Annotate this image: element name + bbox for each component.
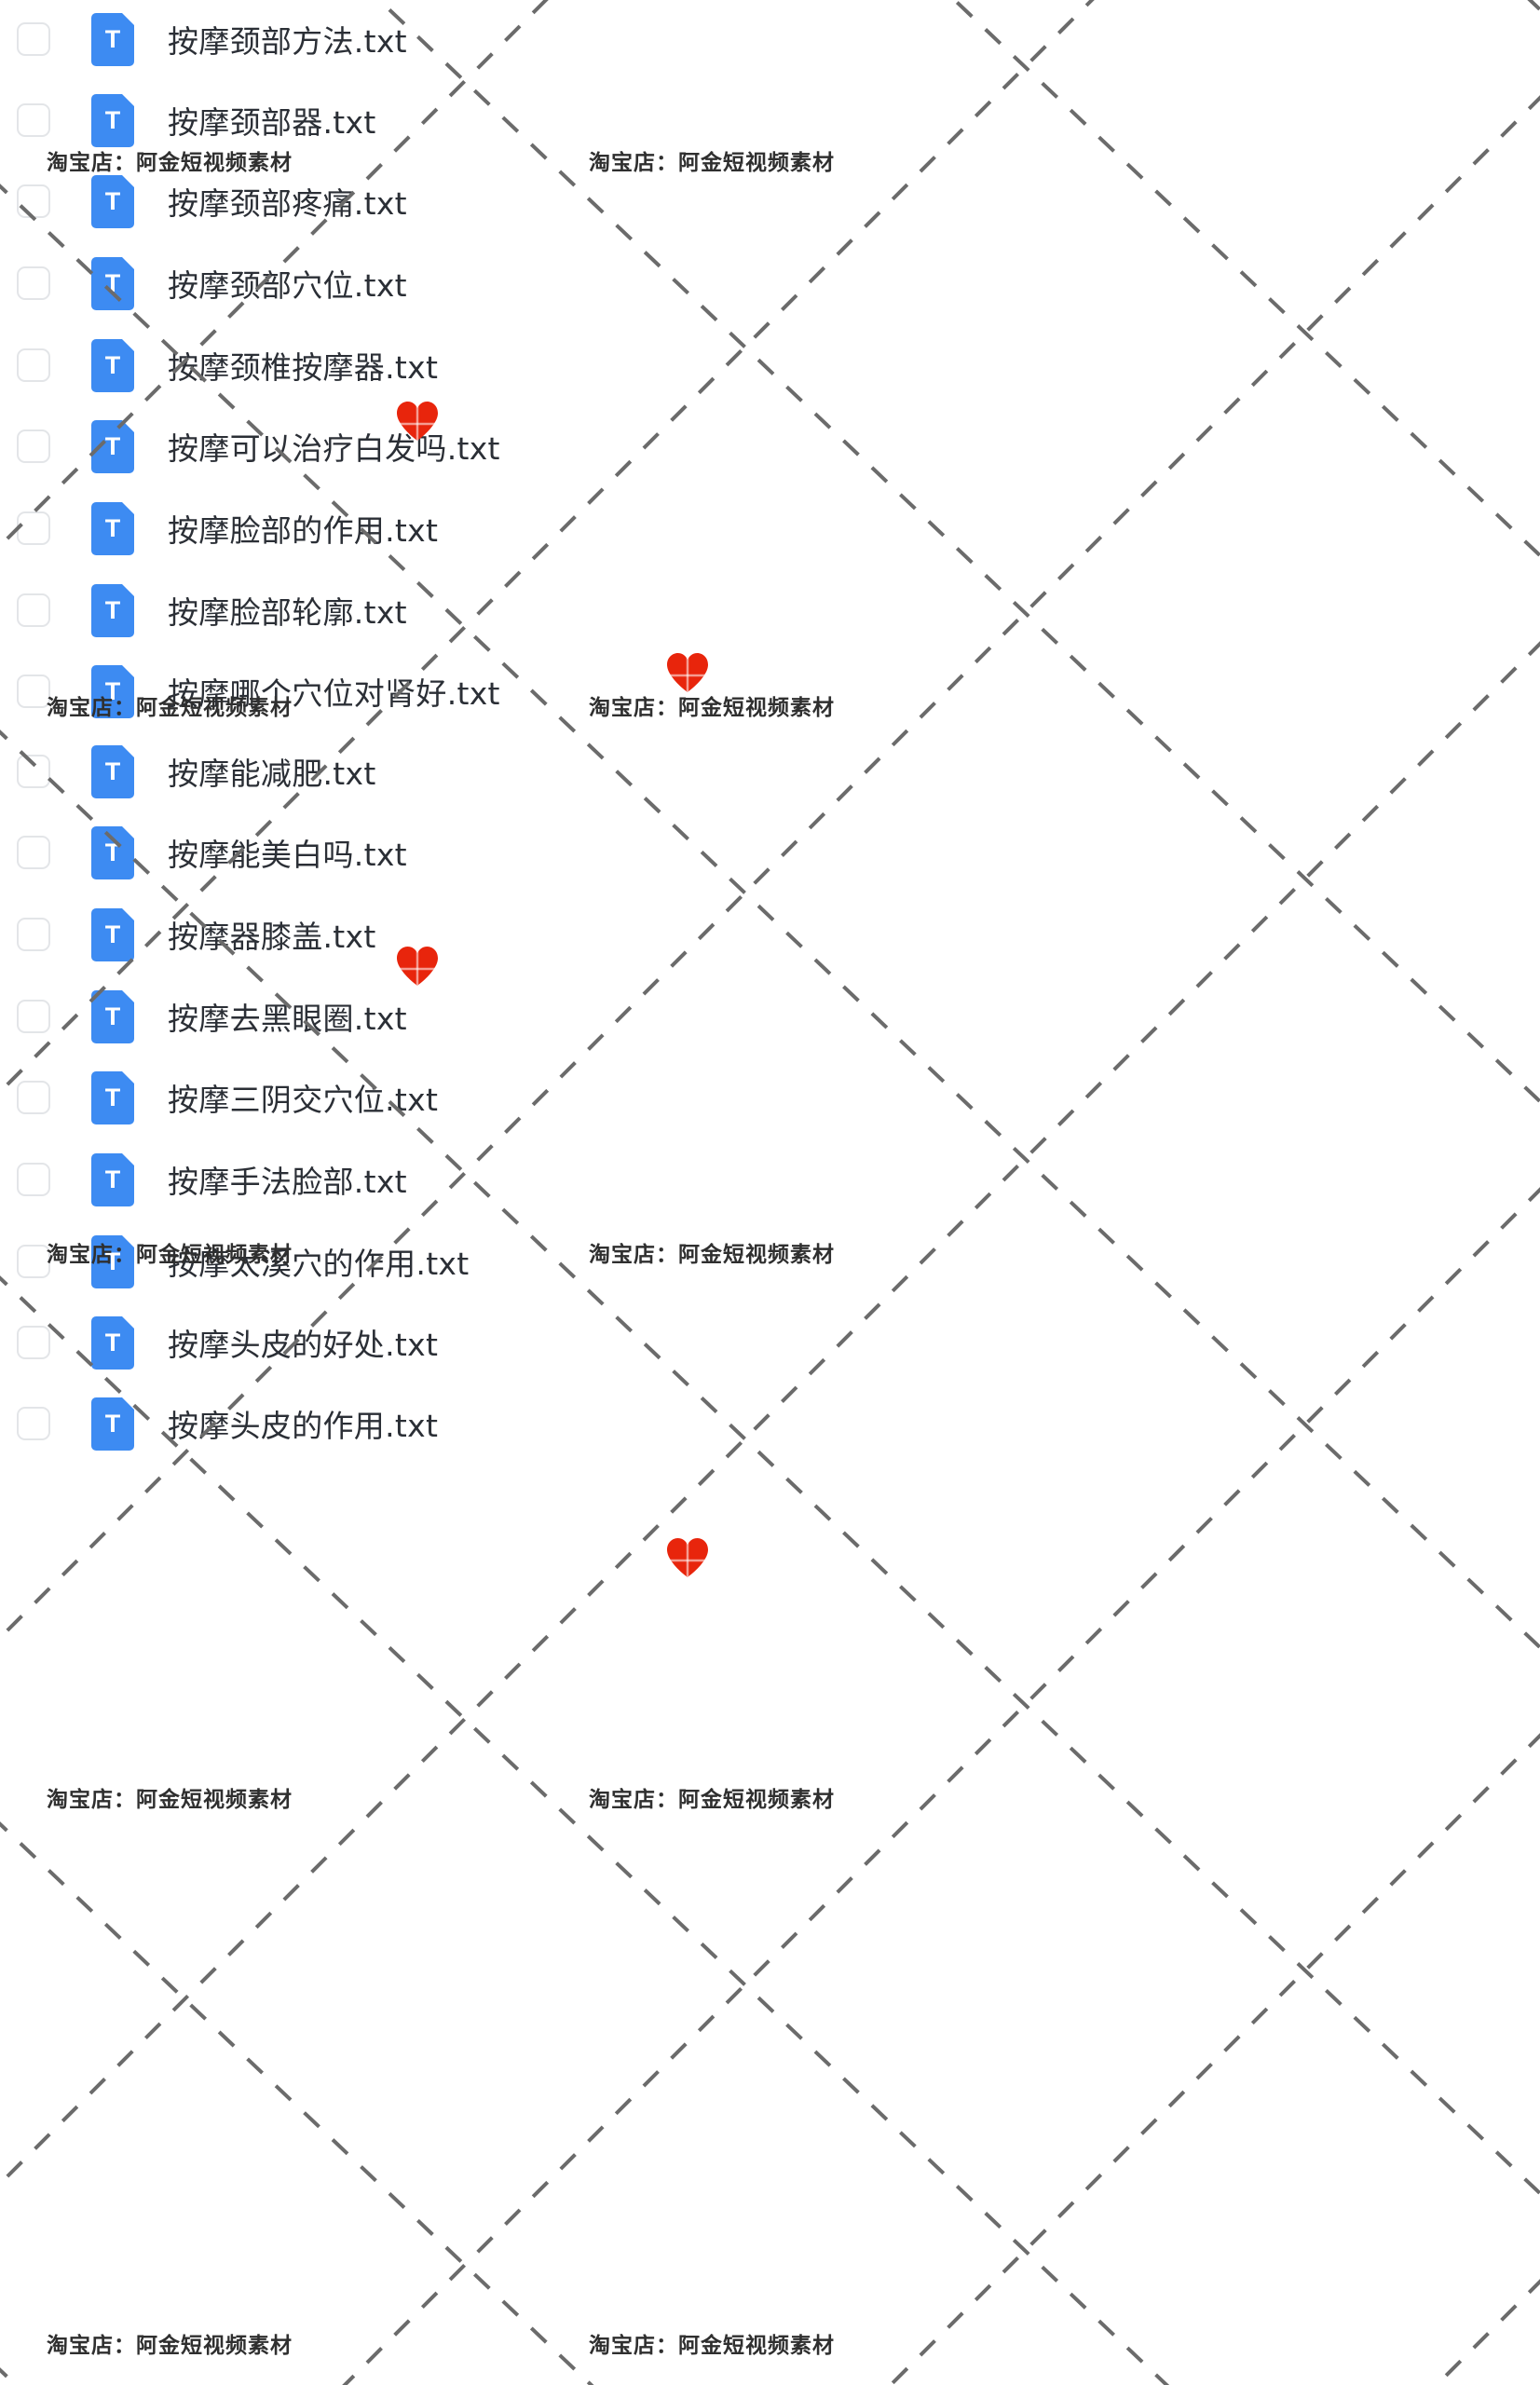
row-checkbox[interactable] — [17, 918, 50, 951]
file-row[interactable]: T 按摩能减肥.txt — [0, 730, 1540, 812]
file-name-label[interactable]: 按摩脸部轮廓.txt — [168, 594, 407, 631]
txt-file-icon: T — [91, 989, 134, 1043]
txt-file-icon: T — [91, 664, 134, 718]
row-checkbox[interactable] — [17, 1326, 50, 1359]
txt-file-icon-letter: T — [104, 350, 121, 379]
row-checkbox[interactable] — [17, 429, 50, 463]
file-row[interactable]: T 按摩能美白吗.txt — [0, 811, 1540, 893]
file-name-label[interactable]: 按摩头皮的作用.txt — [168, 1408, 439, 1444]
file-name-label[interactable]: 按摩颈椎按摩器.txt — [168, 349, 439, 386]
txt-file-icon-letter: T — [104, 431, 121, 460]
row-checkbox[interactable] — [17, 348, 50, 382]
file-row[interactable]: T 按摩哪个穴位对肾好.txt — [0, 650, 1540, 732]
txt-file-icon: T — [91, 501, 134, 555]
file-row[interactable]: T 按摩器膝盖.txt — [0, 893, 1540, 975]
txt-file-icon: T — [91, 93, 134, 147]
row-checkbox[interactable] — [17, 22, 50, 56]
file-name-label[interactable]: 按摩脸部的作用.txt — [168, 512, 439, 549]
row-checkbox[interactable] — [17, 836, 50, 869]
row-checkbox[interactable] — [17, 1163, 50, 1196]
txt-file-icon-letter: T — [104, 1247, 121, 1275]
file-name-label[interactable]: 按摩去黑眼圈.txt — [168, 1001, 407, 1037]
file-row[interactable]: T 按摩颈部疼痛.txt — [0, 160, 1540, 242]
txt-file-icon-letter: T — [104, 838, 121, 866]
file-name-label[interactable]: 按摩颈部方法.txt — [168, 23, 407, 60]
file-row[interactable]: T 按摩太溪穴的作用.txt — [0, 1220, 1540, 1302]
txt-file-icon: T — [91, 338, 134, 392]
file-name-label[interactable]: 按摩颈部疼痛.txt — [168, 185, 407, 222]
row-checkbox[interactable] — [17, 593, 50, 627]
txt-file-icon-letter: T — [104, 756, 121, 785]
file-row[interactable]: T 按摩头皮的好处.txt — [0, 1302, 1540, 1383]
txt-file-icon: T — [91, 583, 134, 637]
file-name-label[interactable]: 按摩手法脸部.txt — [168, 1164, 407, 1200]
file-name-label[interactable]: 按摩太溪穴的作用.txt — [168, 1246, 470, 1282]
txt-file-icon-letter: T — [104, 513, 121, 542]
file-name-label[interactable]: 按摩可以治疗白发吗.txt — [168, 430, 500, 467]
txt-file-icon-letter: T — [104, 24, 121, 53]
row-checkbox[interactable] — [17, 184, 50, 218]
row-checkbox[interactable] — [17, 1000, 50, 1033]
txt-file-icon: T — [91, 1397, 134, 1451]
txt-file-icon-letter: T — [104, 595, 121, 624]
file-row[interactable]: T 按摩头皮的作用.txt — [0, 1383, 1540, 1465]
txt-file-icon-letter: T — [104, 920, 121, 948]
file-row[interactable]: T 按摩去黑眼圈.txt — [0, 975, 1540, 1057]
file-row[interactable]: T 按摩手法脸部.txt — [0, 1138, 1540, 1220]
file-row[interactable]: T 按摩三阴交穴位.txt — [0, 1056, 1540, 1138]
txt-file-icon: T — [91, 419, 134, 473]
txt-file-icon-letter: T — [104, 1165, 121, 1193]
txt-file-icon-letter: T — [104, 1328, 121, 1356]
file-row[interactable]: T 按摩脸部的作用.txt — [0, 487, 1540, 569]
txt-file-icon: T — [91, 907, 134, 961]
file-row[interactable]: T 按摩颈椎按摩器.txt — [0, 324, 1540, 406]
row-checkbox[interactable] — [17, 266, 50, 300]
txt-file-icon-letter: T — [104, 676, 121, 705]
row-checkbox[interactable] — [17, 675, 50, 708]
file-row[interactable]: T 按摩脸部轮廓.txt — [0, 569, 1540, 651]
row-checkbox[interactable] — [17, 103, 50, 137]
file-name-label[interactable]: 按摩三阴交穴位.txt — [168, 1082, 439, 1118]
row-checkbox[interactable] — [17, 1245, 50, 1278]
txt-file-icon: T — [91, 1315, 134, 1370]
txt-file-icon-letter: T — [104, 1409, 121, 1438]
file-row[interactable]: T 按摩颈部穴位.txt — [0, 242, 1540, 324]
txt-file-icon-letter: T — [104, 105, 121, 134]
row-checkbox[interactable] — [17, 755, 50, 788]
txt-file-icon: T — [91, 12, 134, 66]
file-name-label[interactable]: 按摩哪个穴位对肾好.txt — [168, 675, 500, 712]
row-checkbox[interactable] — [17, 1407, 50, 1440]
txt-file-icon: T — [91, 1234, 134, 1288]
txt-file-icon-letter: T — [104, 268, 121, 297]
txt-file-icon: T — [91, 825, 134, 879]
file-name-label[interactable]: 按摩头皮的好处.txt — [168, 1327, 439, 1363]
txt-file-icon: T — [91, 256, 134, 310]
file-name-label[interactable]: 按摩颈部器.txt — [168, 104, 376, 141]
file-name-label[interactable]: 按摩器膝盖.txt — [168, 919, 376, 955]
txt-file-icon-letter: T — [104, 1002, 121, 1030]
txt-file-icon: T — [91, 174, 134, 228]
row-checkbox[interactable] — [17, 511, 50, 545]
row-checkbox[interactable] — [17, 1081, 50, 1114]
file-name-label[interactable]: 按摩颈部穴位.txt — [168, 267, 407, 304]
txt-file-icon-letter: T — [104, 186, 121, 215]
file-row[interactable]: T 按摩可以治疗白发吗.txt — [0, 405, 1540, 487]
file-row[interactable]: T 按摩颈部方法.txt — [0, 0, 1540, 80]
file-name-label[interactable]: 按摩能减肥.txt — [168, 756, 376, 792]
file-name-label[interactable]: 按摩能美白吗.txt — [168, 837, 407, 873]
file-row[interactable]: T 按摩颈部器.txt — [0, 79, 1540, 161]
txt-file-icon: T — [91, 744, 134, 798]
txt-file-icon: T — [91, 1152, 134, 1206]
txt-file-icon-letter: T — [104, 1083, 121, 1111]
txt-file-icon: T — [91, 1070, 134, 1124]
